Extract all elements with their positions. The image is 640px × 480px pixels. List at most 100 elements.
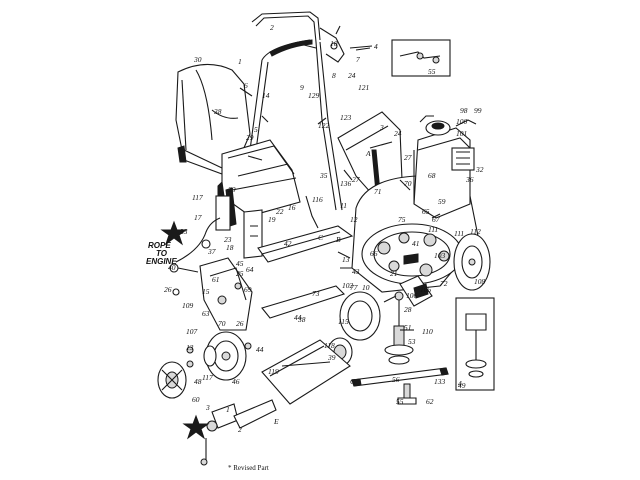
part-callout: 17 xyxy=(194,213,202,222)
leader-lines xyxy=(239,25,441,331)
part-callout: C xyxy=(318,233,324,242)
part-callout: 48 xyxy=(194,377,202,386)
part-callout: 4 xyxy=(374,42,378,51)
part-callout: 70 xyxy=(404,179,412,188)
part-callout: 37 xyxy=(207,247,216,256)
part-callout: 111 xyxy=(454,229,464,238)
part-callout: 28 xyxy=(404,305,412,314)
part-callout: 38 xyxy=(213,107,222,116)
part-callout: 36 xyxy=(465,175,474,184)
part-callout: 64 xyxy=(246,265,254,274)
part-callout: 2 xyxy=(270,23,274,32)
part-callout: 73 xyxy=(312,289,320,298)
part-callout: 60 xyxy=(192,395,200,404)
rear-plate xyxy=(257,225,354,263)
part-callout: 1 xyxy=(238,57,242,66)
rope-label-line-2: TO xyxy=(156,249,168,258)
part-callout: C xyxy=(350,377,356,386)
part-callout: 11 xyxy=(340,201,347,210)
blade-bolt xyxy=(397,383,417,405)
part-callout: 3 xyxy=(379,123,384,132)
part-callout: 107 xyxy=(186,327,198,336)
part-callout: 44 xyxy=(294,313,302,322)
part-callout: 13 xyxy=(342,255,350,264)
part-callout: 68 xyxy=(428,171,436,180)
mulch-plate xyxy=(261,339,351,405)
part-callout: 70 xyxy=(218,319,226,328)
part-callout: 33 xyxy=(179,227,188,236)
part-callout: 43 xyxy=(352,267,360,276)
part-callout: 23 xyxy=(224,235,232,244)
part-callout: 53 xyxy=(408,337,416,346)
part-callout: 105 xyxy=(420,285,432,294)
part-callout: B xyxy=(336,235,341,244)
part-callout: 18 xyxy=(226,243,234,252)
part-callout: 119 xyxy=(268,367,279,376)
part-callout: 112 xyxy=(470,227,481,236)
rope-label-line-3: ENGINE xyxy=(146,257,177,266)
blade-adapter xyxy=(384,291,414,365)
part-callout: 67 xyxy=(432,215,440,224)
part-callout: 25 xyxy=(236,269,244,278)
part-callout: 135 xyxy=(0,0,12,2)
part-callout: 49 xyxy=(458,381,466,390)
height-adjuster-right xyxy=(399,275,433,307)
part-callout: 22 xyxy=(276,207,284,216)
part-callout: 69 xyxy=(244,285,252,294)
part-callout: 65 xyxy=(422,207,430,216)
part-callout: 51 xyxy=(404,323,412,332)
part-callout: 27 xyxy=(352,175,360,184)
part-callout: 66 xyxy=(370,249,378,258)
part-callout: 121 xyxy=(358,83,369,92)
rear-skirt xyxy=(261,285,346,319)
part-callout: E xyxy=(273,417,279,426)
part-callout: 75 xyxy=(398,215,406,224)
part-callout: 101 xyxy=(456,129,467,138)
part-callout: 8 xyxy=(332,71,336,80)
inset-detail-55 xyxy=(455,297,495,391)
front-wheel-left xyxy=(203,331,247,381)
grass-bag xyxy=(175,63,251,175)
part-callout: 109 xyxy=(182,301,194,310)
height-adjuster-left xyxy=(169,257,253,331)
part-callout: 56 xyxy=(392,375,400,384)
rope-wire xyxy=(175,217,221,263)
part-callout: 136 xyxy=(340,179,352,188)
part-callout: 35 xyxy=(319,171,328,180)
part-callout: 103 xyxy=(434,251,446,260)
engine xyxy=(413,115,477,219)
part-callout: 7 xyxy=(356,55,360,64)
part-callout: 111 xyxy=(428,225,438,234)
part-callout: 46 xyxy=(232,377,240,386)
part-callout: 118 xyxy=(324,341,335,350)
part-callout: 129 xyxy=(308,91,320,100)
bag-frame xyxy=(215,139,301,231)
part-callout: 38 xyxy=(297,315,306,324)
part-callout: 39 xyxy=(327,353,336,362)
part-callout: 61 xyxy=(212,275,220,284)
part-callout: 106 xyxy=(406,291,418,300)
part-callout: 5 xyxy=(254,125,258,134)
part-callout: 102 xyxy=(342,281,354,290)
part-callout: 117 xyxy=(192,193,203,202)
part-callout: 72 xyxy=(440,279,448,288)
right-rear-wheel xyxy=(453,233,491,291)
part-callout: 29 xyxy=(246,133,254,142)
part-callout: 26 xyxy=(164,285,172,294)
part-callout: 2 xyxy=(238,425,242,434)
part-callout: 3 xyxy=(205,403,210,412)
mower-blade xyxy=(351,367,449,387)
inset-detail-135 xyxy=(391,39,451,77)
part-callout: 16 xyxy=(288,203,296,212)
starter-parts xyxy=(200,399,277,466)
part-callout: 12 xyxy=(350,215,358,224)
front-wheel-hubcap xyxy=(157,361,187,399)
part-callout: 117 xyxy=(202,373,213,382)
part-callout: 10 xyxy=(362,283,370,292)
part-callout: 13 xyxy=(186,343,194,352)
part-callout: 10 xyxy=(330,39,338,48)
rope-label-line-1: ROPE xyxy=(148,241,171,250)
part-callout: 9 xyxy=(300,83,304,92)
